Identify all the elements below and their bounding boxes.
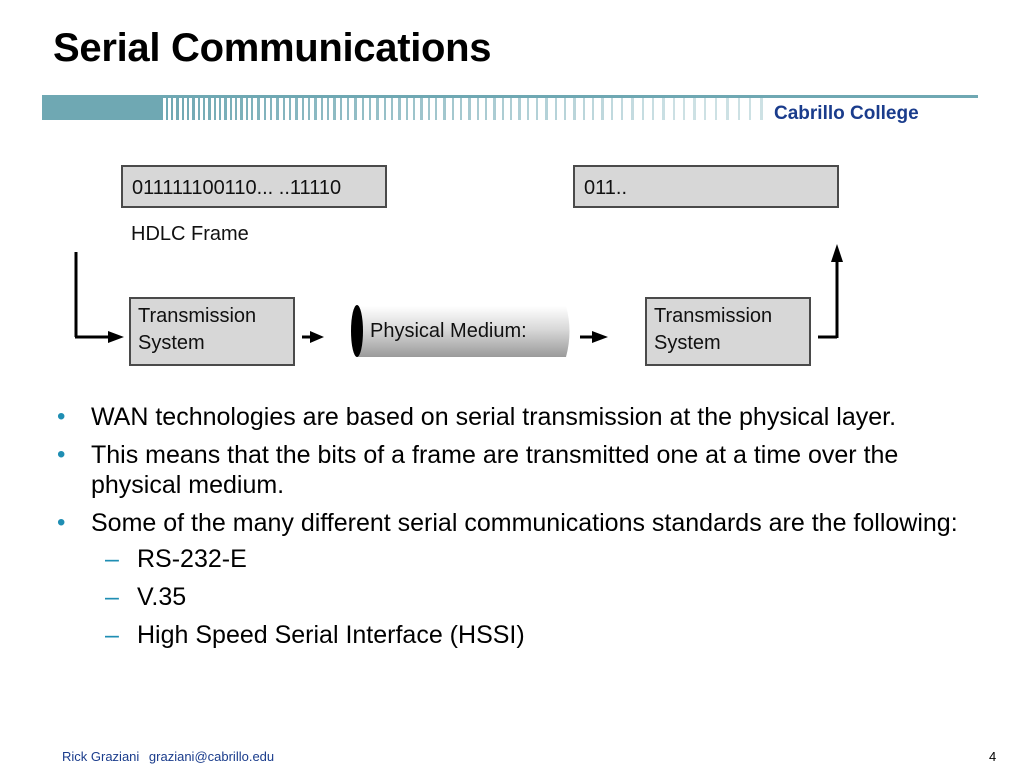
bullet-item: • Some of the many different serial comm… [53,508,983,650]
header-stripe-bar [42,95,978,120]
physical-medium-cylinder [351,305,570,357]
sub-bullet-item: – V.35 [91,582,983,612]
sub-bullet-list: – RS-232-E – V.35 – High Speed Serial In… [91,544,983,650]
sub-bullet-item: – High Speed Serial Interface (HSSI) [91,620,983,650]
sub-bullet-text: V.35 [137,583,187,611]
arrow-to-medium [302,331,324,343]
right-flow-arrow [818,244,843,339]
diagram-graphics [74,244,843,357]
right-system-line2: System [654,332,721,354]
bullet-dot-icon: • [57,509,66,536]
sub-bullet-text: High Speed Serial Interface (HSSI) [137,621,525,649]
bullet-text: Some of the many different serial commun… [91,509,958,537]
dash-icon: – [105,545,119,573]
arrow-from-medium [580,331,608,343]
left-transmission-system-box: Transmission System [129,297,295,366]
right-transmission-system-box: Transmission System [645,297,811,366]
bullet-text: This means that the bits of a frame are … [91,441,899,499]
right-frame-bits: 011.. [584,177,627,199]
hdlc-frame-left-box: 011111100110... ..11110 [121,165,387,208]
bullet-item: • This means that the bits of a frame ar… [53,440,983,500]
left-flow-arrow [74,252,124,343]
footer-author: Rick Graziani [62,749,140,764]
left-frame-bits: 011111100110... ..11110 [132,177,342,199]
bullet-dot-icon: • [57,441,66,468]
dash-icon: – [105,583,119,611]
dash-icon: – [105,621,119,649]
hdlc-frame-label: HDLC Frame [131,223,249,245]
right-system-line1: Transmission [654,305,773,327]
bullet-dot-icon: • [57,403,66,430]
physical-medium-label: Physical Medium: [370,320,527,342]
bullet-item: • WAN technologies are based on serial t… [53,402,983,432]
footer-author-info: Rick Graziani graziani@cabrillo.edu [62,749,274,764]
sub-bullet-item: – RS-232-E [91,544,983,574]
bullet-list: • WAN technologies are based on serial t… [53,402,983,658]
bullet-text: WAN technologies are based on serial tra… [91,403,897,431]
college-logo-text: Cabrillo College [774,103,919,124]
footer-email[interactable]: graziani@cabrillo.edu [148,749,275,764]
hdlc-frame-right-box: 011.. [573,165,839,208]
sub-bullet-text: RS-232-E [137,545,247,573]
left-system-line2: System [138,332,205,354]
left-system-line1: Transmission [138,305,257,327]
page-number: 4 [989,749,997,764]
slide-title: Serial Communications [53,26,492,70]
